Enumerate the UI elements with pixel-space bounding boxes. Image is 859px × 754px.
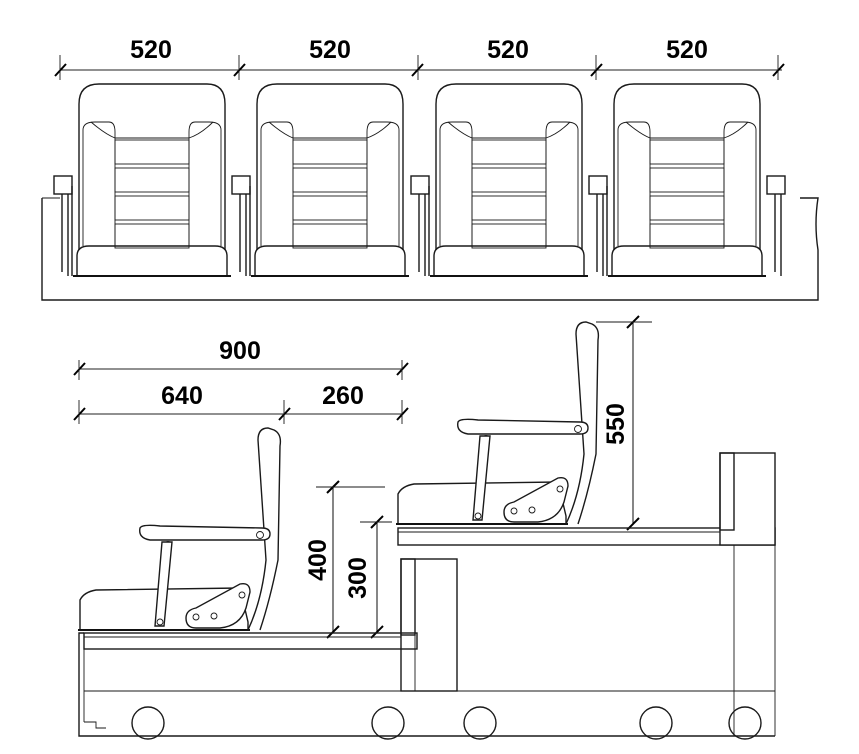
front-seat: [410, 83, 588, 277]
step-height-label: 400: [304, 539, 332, 581]
upper-tier-riser: [397, 452, 776, 736]
front-seat-row: [53, 83, 786, 277]
side-seat-upper: [396, 321, 600, 525]
wheel: [728, 706, 762, 740]
front-seat: [588, 83, 766, 277]
front-platform: [41, 197, 819, 301]
front-seat: [231, 83, 409, 277]
seat-width-label-1: 520: [130, 36, 172, 64]
front-seat-end-armrest: [766, 175, 786, 276]
wheel: [463, 706, 497, 740]
seat-base-height-label: 300: [344, 557, 372, 599]
wheel: [639, 706, 673, 740]
wheel: [131, 706, 165, 740]
side-view: 900 640 260 400 300 550: [73, 315, 776, 740]
depth-seat-label: 640: [161, 382, 203, 410]
seat-width-label-2: 520: [309, 36, 351, 64]
back-height-label: 550: [602, 403, 630, 445]
side-seat-lower: [78, 427, 282, 631]
seat-width-label-4: 520: [666, 36, 708, 64]
depth-total-label: 900: [219, 337, 261, 365]
caster-wheels: [131, 706, 762, 740]
depth-gap-label: 260: [322, 382, 364, 410]
lower-tier-riser: [78, 558, 775, 737]
front-view: 520 520 520 520: [41, 36, 819, 301]
front-seat: [53, 83, 231, 277]
wheel: [371, 706, 405, 740]
seat-width-label-3: 520: [487, 36, 529, 64]
